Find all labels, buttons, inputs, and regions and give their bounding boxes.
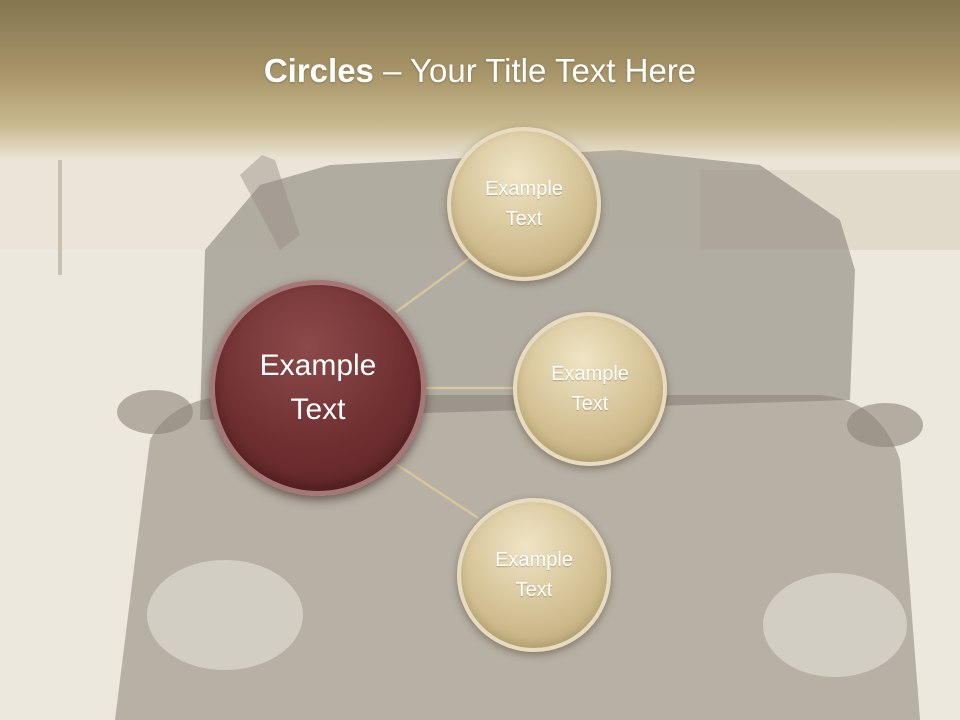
node-bottom-line1: Example: [495, 549, 573, 571]
slide-title: Circles – Your Title Text Here: [0, 52, 960, 90]
connector-bottom: [395, 462, 479, 520]
node-top-line1: Example: [485, 178, 563, 200]
node-bottom-line2: Text: [515, 579, 553, 601]
connector-top: [395, 256, 471, 314]
node-middle-line1: Example: [551, 363, 629, 385]
node-top[interactable]: Example Text: [447, 127, 601, 281]
node-middle-line2: Text: [571, 393, 609, 415]
title-rest: – Your Title Text Here: [373, 52, 697, 89]
node-middle[interactable]: Example Text: [513, 312, 667, 466]
title-bold: Circles: [263, 52, 374, 89]
center-node-line2: Text: [290, 393, 346, 426]
center-node[interactable]: Example Text: [210, 280, 426, 496]
node-top-line2: Text: [505, 208, 543, 230]
header-band: [0, 0, 960, 160]
center-node-line1: Example: [259, 349, 377, 382]
node-bottom[interactable]: Example Text: [457, 498, 611, 652]
